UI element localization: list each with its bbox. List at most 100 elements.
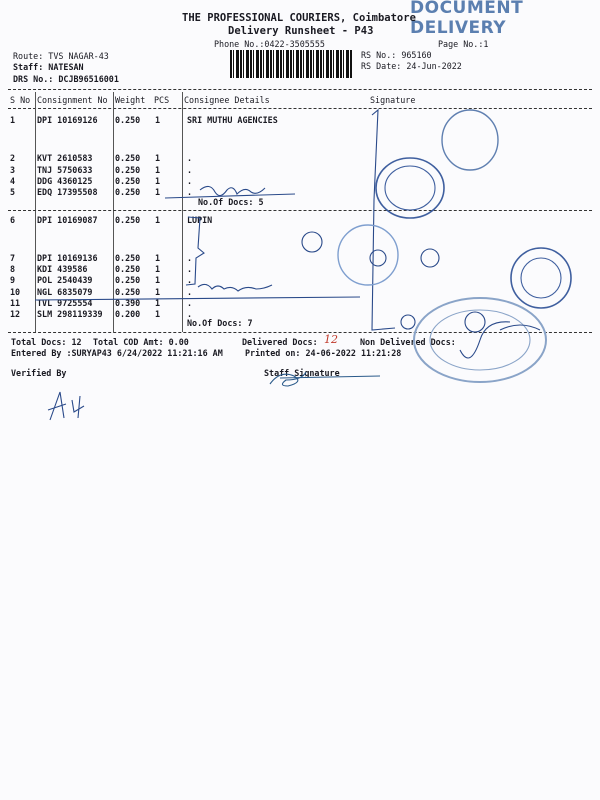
table-row: 4 DDG 4360125 0.250 1.	[0, 176, 600, 187]
drs-number: DRS No.: DCJB96516001	[13, 74, 119, 84]
cell-cons: DPI 10169126	[37, 115, 98, 125]
col-pcs: PCS	[154, 95, 170, 105]
cell-pcs: 1	[155, 153, 161, 163]
cell-details: .	[187, 275, 193, 285]
cell-sno: 2	[10, 153, 16, 163]
divider	[8, 332, 592, 333]
company-name: THE PROFESSIONAL COURIERS, Coimbatore	[182, 12, 416, 24]
cell-cons: DPI 10169087	[37, 215, 98, 225]
entered-by: Entered By :SURYAP43 6/24/2022 11:21:16 …	[11, 348, 223, 358]
cell-weight: 0.250	[115, 264, 141, 274]
cell-cons: EDQ 17395508	[37, 187, 98, 197]
rs-date: RS Date: 24-Jun-2022	[361, 61, 462, 71]
cell-sno: 9	[10, 275, 16, 285]
cell-sno: 4	[10, 176, 16, 186]
cell-cons: SLM 298119339	[37, 309, 103, 319]
cell-weight: 0.250	[115, 215, 141, 225]
cell-details: .	[187, 253, 193, 263]
cell-weight: 0.250	[115, 275, 141, 285]
delivered-docs: Delivered Docs:	[242, 337, 318, 347]
signature-muthu	[199, 185, 266, 197]
cell-weight: 0.250	[115, 287, 141, 297]
cell-cons: TVL 9725554	[37, 298, 93, 308]
col-sno: S No	[10, 95, 31, 105]
cell-pcs: 1	[155, 264, 161, 274]
cell-details: .	[187, 176, 193, 186]
cell-weight: 0.250	[115, 176, 141, 186]
total-cod: Total COD Amt: 0.00	[93, 337, 189, 347]
cell-sno: 3	[10, 165, 16, 175]
cell-details: .	[187, 187, 193, 197]
cell-weight: 0.250	[115, 253, 141, 263]
cell-details: .	[187, 298, 193, 308]
rs-number: RS No.: 965160	[361, 50, 432, 60]
cell-details: .	[187, 264, 193, 274]
barcode	[230, 50, 352, 78]
cell-pcs: 1	[155, 176, 161, 186]
cell-cons: TNJ 5750633	[37, 165, 93, 175]
stamp-circle	[375, 157, 445, 219]
cell-cons: KDI 439586	[37, 264, 88, 274]
page-number: Page No.:1	[438, 39, 489, 49]
cell-cons: NGL 6835079	[37, 287, 93, 297]
non-delivered-docs: Non Delivered Docs:	[360, 337, 456, 347]
cell-cons: POL 2540439	[37, 275, 93, 285]
cell-details: SRI MUTHU AGENCIES	[187, 115, 278, 125]
cell-weight: 0.250	[115, 115, 141, 125]
cell-weight: 0.250	[115, 187, 141, 197]
cell-pcs: 1	[155, 115, 161, 125]
cell-sno: 5	[10, 187, 16, 197]
cell-pcs: 1	[155, 275, 161, 285]
table-row: 9 POL 2540439 0.250 1.	[0, 275, 600, 286]
cell-pcs: 1	[155, 165, 161, 175]
col-consignment: Consignment No	[37, 95, 108, 105]
cell-pcs: 1	[155, 287, 161, 297]
delivered-count-handwritten: 12	[324, 333, 338, 346]
table-row: 3 TNJ 5750633 0.250 1.	[0, 165, 600, 176]
staff-signature-label: Staff Signature	[264, 368, 340, 378]
total-docs: Total Docs: 12	[11, 337, 82, 347]
cell-pcs: 1	[155, 215, 161, 225]
table-row: 5 EDQ 17395508 0.250 1.	[0, 187, 600, 198]
document-delivery-stamp: DOCUMENT DELIVERY	[410, 0, 524, 38]
cell-weight: 0.390	[115, 298, 141, 308]
cell-details: .	[187, 153, 193, 163]
page-title: Delivery Runsheet - P43	[228, 25, 374, 37]
cell-pcs: 1	[155, 253, 161, 263]
divider	[8, 210, 592, 211]
cell-sno: 11	[10, 298, 21, 308]
divider	[8, 108, 592, 109]
cell-sno: 7	[10, 253, 16, 263]
cell-sno: 10	[10, 287, 21, 297]
staff: Staff: NATESAN	[13, 62, 84, 72]
route: Route: TVS NAGAR-43	[13, 51, 109, 61]
cell-cons: DPI 10169136	[37, 253, 98, 263]
group-docs: No.Of Docs: 7	[187, 318, 253, 328]
col-signature: Signature	[370, 95, 416, 105]
cell-sno: 12	[10, 309, 21, 319]
cell-pcs: 1	[155, 187, 161, 197]
column-line	[113, 92, 114, 332]
col-weight: Weight	[115, 95, 146, 105]
cell-pcs: 1	[155, 298, 161, 308]
cell-details: .	[187, 309, 193, 319]
table-row: 11 TVL 9725554 0.390 1.	[0, 298, 600, 309]
cell-weight: 0.250	[115, 153, 141, 163]
group-docs: No.Of Docs: 5	[198, 197, 264, 207]
cell-cons: DDG 4360125	[37, 176, 93, 186]
cell-sno: 8	[10, 264, 16, 274]
phone: Phone No.:0422-3505555	[214, 39, 325, 49]
cell-details: .	[187, 287, 193, 297]
cell-weight: 0.200	[115, 309, 141, 319]
verified-by: Verified By	[11, 368, 67, 378]
table-row: 1 DPI 10169126 0.250 1 SRI MUTHU AGENCIES	[0, 115, 600, 126]
col-consignee: Consignee Details	[184, 95, 270, 105]
cell-sno: 6	[10, 215, 16, 225]
cell-sno: 1	[10, 115, 16, 125]
column-line	[35, 92, 36, 332]
table-header: S No Consignment No Weight PCS Consignee…	[0, 95, 600, 106]
cell-weight: 0.250	[115, 165, 141, 175]
cell-details: .	[187, 165, 193, 175]
